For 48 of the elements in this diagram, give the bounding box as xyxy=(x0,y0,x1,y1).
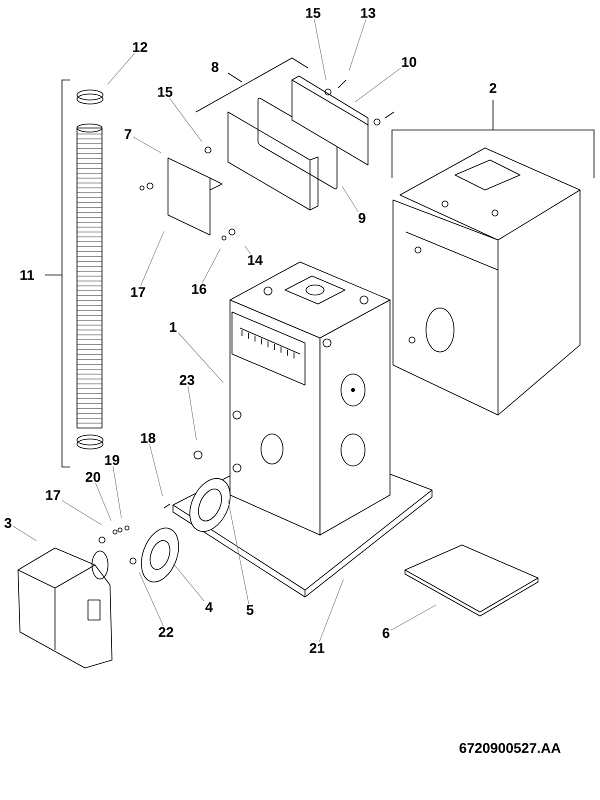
callout-number: 23 xyxy=(180,375,194,385)
callout-number: 4 xyxy=(205,602,213,612)
callout-number: 16 xyxy=(192,284,206,294)
leader-line xyxy=(390,604,437,630)
callout-number: 9 xyxy=(358,213,366,223)
callout-number: 15 xyxy=(158,87,172,97)
leader-line xyxy=(95,482,112,522)
leader-line xyxy=(62,500,102,526)
leader-line xyxy=(188,386,197,440)
callout-number: 17 xyxy=(46,490,60,500)
drawing-number: 6720900527.AA xyxy=(460,743,561,753)
callout-number: 11 xyxy=(20,270,34,280)
callout-number: 21 xyxy=(310,643,324,653)
leader-line xyxy=(354,68,401,102)
leader-line xyxy=(107,52,136,85)
leader-line xyxy=(140,230,164,286)
leader-line xyxy=(138,572,164,626)
callout-number: 8 xyxy=(212,62,218,72)
leader-line xyxy=(112,466,122,518)
callout-number: 12 xyxy=(133,42,148,52)
callout-number: 19 xyxy=(105,455,120,465)
callout-number: 20 xyxy=(86,472,100,482)
leader-line xyxy=(228,500,250,604)
callout-number: 1 xyxy=(170,322,176,332)
callout-number: 7 xyxy=(124,129,132,139)
callout-number: 15 xyxy=(306,8,320,18)
leader-line xyxy=(342,186,358,212)
leader-line xyxy=(244,246,251,254)
callout-number: 22 xyxy=(158,627,174,637)
callout-number: 17 xyxy=(131,287,146,297)
callout-number: 18 xyxy=(141,433,156,443)
callout-number: 14 xyxy=(248,255,263,265)
leader-line xyxy=(12,526,37,542)
leader-line xyxy=(202,248,221,284)
leader-line xyxy=(178,332,224,383)
callout-number: 3 xyxy=(4,518,12,528)
callout-number: 2 xyxy=(490,83,496,93)
callout-number: 6 xyxy=(382,628,390,638)
leader-line xyxy=(314,18,326,80)
leader-line xyxy=(173,563,204,602)
callout-number: 10 xyxy=(402,57,416,67)
callout-number: 5 xyxy=(246,605,254,615)
leader-line xyxy=(169,98,202,142)
leader-line xyxy=(149,444,163,497)
leader-line xyxy=(132,136,162,154)
callout-number: 13 xyxy=(361,8,376,18)
leader-line xyxy=(319,579,344,642)
leader-line xyxy=(348,18,366,71)
